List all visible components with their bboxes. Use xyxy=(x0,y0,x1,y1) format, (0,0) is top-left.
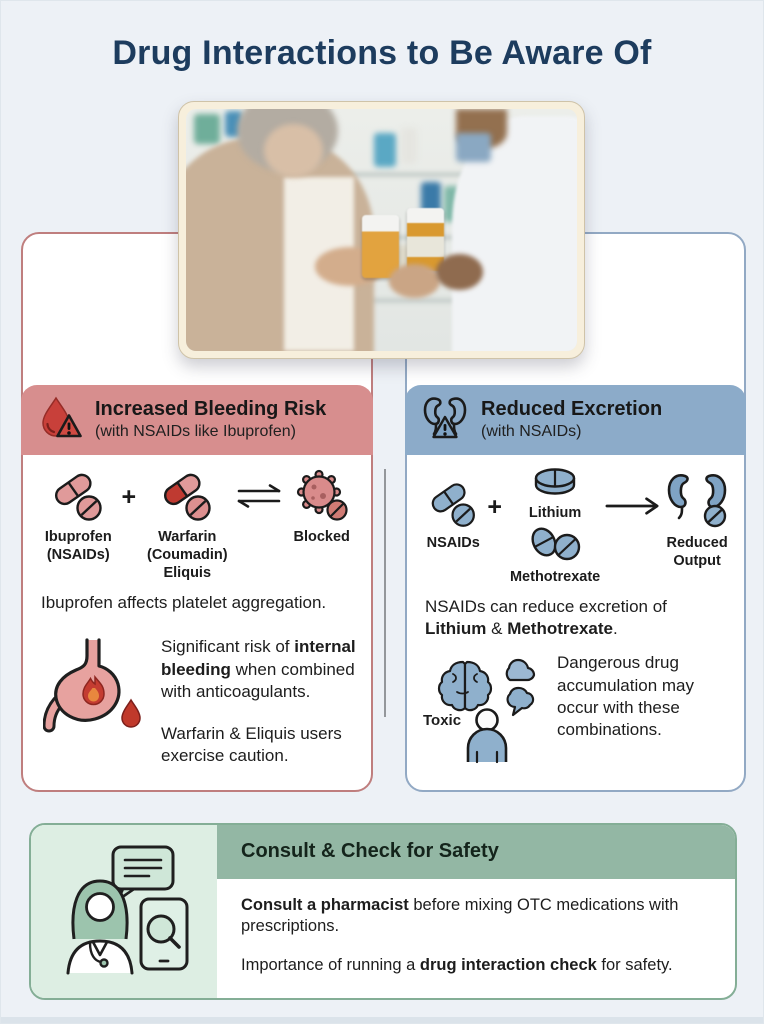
photo-pill-bottle xyxy=(361,215,400,279)
warfarin-label: Warfarin (Coumadin) Eliquis xyxy=(146,529,228,582)
platelet-blocked-icon xyxy=(292,467,352,523)
toxic-accumulation-icon: Toxic xyxy=(423,652,551,764)
photo-bokeh xyxy=(401,128,418,165)
safety-title: Consult & Check for Safety xyxy=(217,825,735,879)
red-pills-icon xyxy=(158,467,216,523)
reduced-excretion-header: Reduced Excretion (with NSAIDs) xyxy=(405,385,746,455)
photo-hand xyxy=(436,254,484,291)
reduced-output-label: Reduced Output xyxy=(666,535,728,570)
kidneys-blocked-icon xyxy=(665,473,729,529)
photo-bokeh xyxy=(373,133,396,168)
photo-hand xyxy=(389,263,441,298)
bleeding-risk-title: Increased Bleeding Risk xyxy=(95,398,327,421)
page-title: Drug Interactions to Be Aware Of xyxy=(112,34,652,72)
excretion-interaction-diagram: NSAIDs + Lithium xyxy=(423,467,732,586)
pharmacy-photo xyxy=(186,109,577,351)
interaction-check-text: Importance of running a drug interaction… xyxy=(241,955,673,974)
reduced-excretion-subtitle: (with NSAIDs) xyxy=(481,423,582,441)
caution-text: Warfarin & Eliquis users exercise cautio… xyxy=(161,723,342,765)
pink-pills-icon xyxy=(49,467,107,523)
card-divider-line xyxy=(384,469,386,717)
toxic-label: Toxic xyxy=(423,712,462,730)
bleeding-interaction-diagram: Ibuprofen (NSAIDs) + xyxy=(39,467,359,582)
bleeding-caption: Ibuprofen affects platelet aggregation. xyxy=(41,593,327,613)
ibuprofen-label: Ibuprofen (NSAIDs) xyxy=(44,529,112,564)
pharmacy-photo-frame xyxy=(178,101,585,359)
safety-card: Consult & Check for Safety Consult a pha… xyxy=(29,823,737,1000)
plus-sign: + xyxy=(121,483,137,511)
bleeding-risk-body: Ibuprofen (NSAIDs) + xyxy=(23,455,371,790)
photo-pill-bottle xyxy=(406,208,445,272)
kidneys-warning-icon xyxy=(421,395,469,446)
bleeding-note-text: Significant risk of internal bleeding wh… xyxy=(161,636,359,766)
consult-pharmacist-text: Consult a pharmacist before mixing OTC m… xyxy=(241,896,679,936)
pharmacist-consult-icon xyxy=(57,843,191,980)
photo-shelf-line xyxy=(186,171,577,177)
reduced-excretion-body: NSAIDs + Lithium xyxy=(407,455,744,790)
lithium-methotrexate-item: Lithium Methotrexate xyxy=(506,467,604,586)
arrow-right-icon xyxy=(604,495,662,522)
blood-drop-warning-icon xyxy=(37,395,83,446)
page-bottom-edge xyxy=(1,1017,763,1023)
blocked-item: Blocked xyxy=(284,467,359,546)
toxicity-note: Toxic Dangerous drug accumulation may oc… xyxy=(423,652,732,764)
nsaids-item: NSAIDs xyxy=(423,483,483,552)
excretion-caption: NSAIDs can reduce excretion of Lithium &… xyxy=(425,597,667,639)
photo-bokeh xyxy=(193,113,220,144)
methotrexate-label: Methotrexate xyxy=(509,569,601,586)
bleeding-risk-header: Increased Bleeding Risk (with NSAIDs lik… xyxy=(21,385,373,455)
blocked-label: Blocked xyxy=(293,529,350,545)
bleeding-risk-header-text: Increased Bleeding Risk (with NSAIDs lik… xyxy=(95,398,326,441)
bleeding-risk-card: Increased Bleeding Risk (with NSAIDs lik… xyxy=(21,232,373,792)
reduced-excretion-header-text: Reduced Excretion (with NSAIDs) xyxy=(481,398,662,441)
accumulation-text: Dangerous drug accumulation may occur wi… xyxy=(557,653,695,739)
photo-shelf-line xyxy=(186,297,577,303)
equilibrium-arrows-icon xyxy=(234,483,284,514)
warfarin-item: Warfarin (Coumadin) Eliquis xyxy=(140,467,234,582)
plus-sign: + xyxy=(487,493,503,521)
lithium-label: Lithium xyxy=(528,505,582,521)
photo-patient-face xyxy=(264,123,323,177)
lithium-tablet-icon xyxy=(530,467,580,502)
reduced-output-item: Reduced Output xyxy=(662,473,732,570)
ibuprofen-item: Ibuprofen (NSAIDs) xyxy=(39,467,118,564)
photo-pharmacist-collar xyxy=(455,133,491,163)
safety-icon-panel xyxy=(31,825,217,998)
methotrexate-pills-icon xyxy=(527,525,583,566)
reduced-excretion-title: Reduced Excretion xyxy=(481,398,663,421)
bleeding-risk-subtitle: (with NSAIDs like Ibuprofen) xyxy=(95,423,296,441)
safety-body: Consult a pharmacist before mixing OTC m… xyxy=(217,879,735,998)
stomach-bleeding-icon xyxy=(39,636,151,748)
nsaids-label: NSAIDs xyxy=(426,535,480,551)
bleeding-note: Significant risk of internal bleeding wh… xyxy=(39,636,359,766)
internal-bleeding-text: Significant risk of internal bleeding wh… xyxy=(161,637,356,701)
toxicity-note-text: Dangerous drug accumulation may occur wi… xyxy=(557,652,732,740)
blue-pills-icon xyxy=(425,483,481,529)
